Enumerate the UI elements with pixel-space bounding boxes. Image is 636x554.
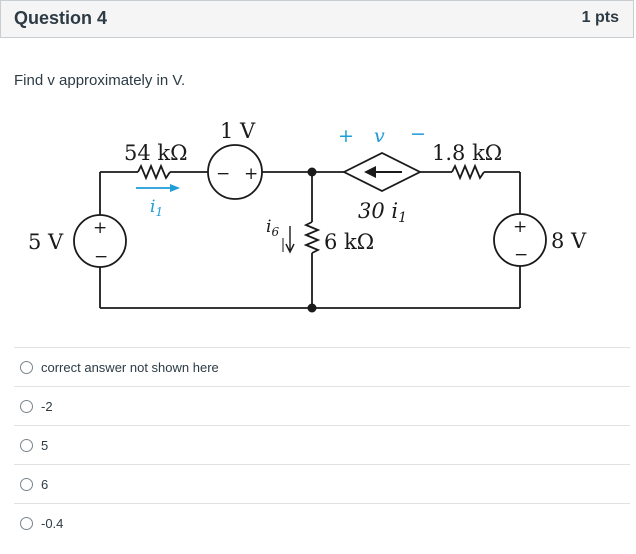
label-v-plus: + xyxy=(338,125,354,147)
radio-icon[interactable] xyxy=(20,516,33,530)
question-prompt: Find v approximately in V. xyxy=(14,72,186,89)
label-54k: 54 kΩ xyxy=(124,141,188,165)
vs8-plus: + xyxy=(513,217,527,237)
answer-option-0[interactable]: correct answer not shown here xyxy=(14,347,630,386)
node-bottom xyxy=(307,303,317,313)
voltage-source-5v xyxy=(73,214,127,268)
circuit-diagram: 54 kΩ 1 V − + 5 V + − 8 V + − 1.8 kΩ 6 k… xyxy=(28,119,587,313)
question-points: 1 pts xyxy=(581,9,619,26)
radio-icon[interactable] xyxy=(20,477,33,491)
answer-option-3[interactable]: 6 xyxy=(14,464,630,503)
answer-label: 5 xyxy=(41,437,49,453)
answer-label: -0.4 xyxy=(41,515,64,531)
question-header: Question 4 1 pts xyxy=(0,0,634,38)
vs1-plus: + xyxy=(244,164,258,184)
label-i6: i6 xyxy=(266,217,279,239)
label-v-minus: − xyxy=(410,123,426,145)
radio-icon[interactable] xyxy=(20,399,33,413)
answer-option-2[interactable]: 5 xyxy=(14,425,630,464)
label-5v: 5 V xyxy=(28,230,64,254)
label-dep: 30 i1 xyxy=(358,199,407,226)
question-title: Question 4 xyxy=(14,8,108,28)
voltage-source-1v xyxy=(207,144,263,200)
answer-list: correct answer not shown here -2 5 6 -0.… xyxy=(14,347,630,542)
vs1-minus: − xyxy=(216,164,230,184)
answer-label: correct answer not shown here xyxy=(41,359,219,375)
resistor-1-8k xyxy=(451,163,485,181)
vs8-minus: − xyxy=(514,245,528,265)
resistor-54k xyxy=(137,163,171,181)
node-top xyxy=(307,167,317,177)
label-1v: 1 V xyxy=(220,119,256,143)
vs5-minus: − xyxy=(94,247,108,267)
resistor-6k xyxy=(303,221,321,254)
answer-option-1[interactable]: -2 xyxy=(14,386,630,425)
radio-icon[interactable] xyxy=(20,360,33,374)
label-i1: i1 xyxy=(150,197,163,219)
vs5-plus: + xyxy=(93,218,107,238)
answer-option-4[interactable]: -0.4 xyxy=(14,503,630,542)
label-6k: 6 kΩ xyxy=(324,230,374,254)
answer-label: -2 xyxy=(41,398,53,414)
voltage-source-8v xyxy=(493,213,547,267)
radio-icon[interactable] xyxy=(20,438,33,452)
label-1-8k: 1.8 kΩ xyxy=(432,141,502,165)
label-v: v xyxy=(374,125,385,147)
answer-label: 6 xyxy=(41,476,49,492)
label-8v: 8 V xyxy=(551,229,587,253)
